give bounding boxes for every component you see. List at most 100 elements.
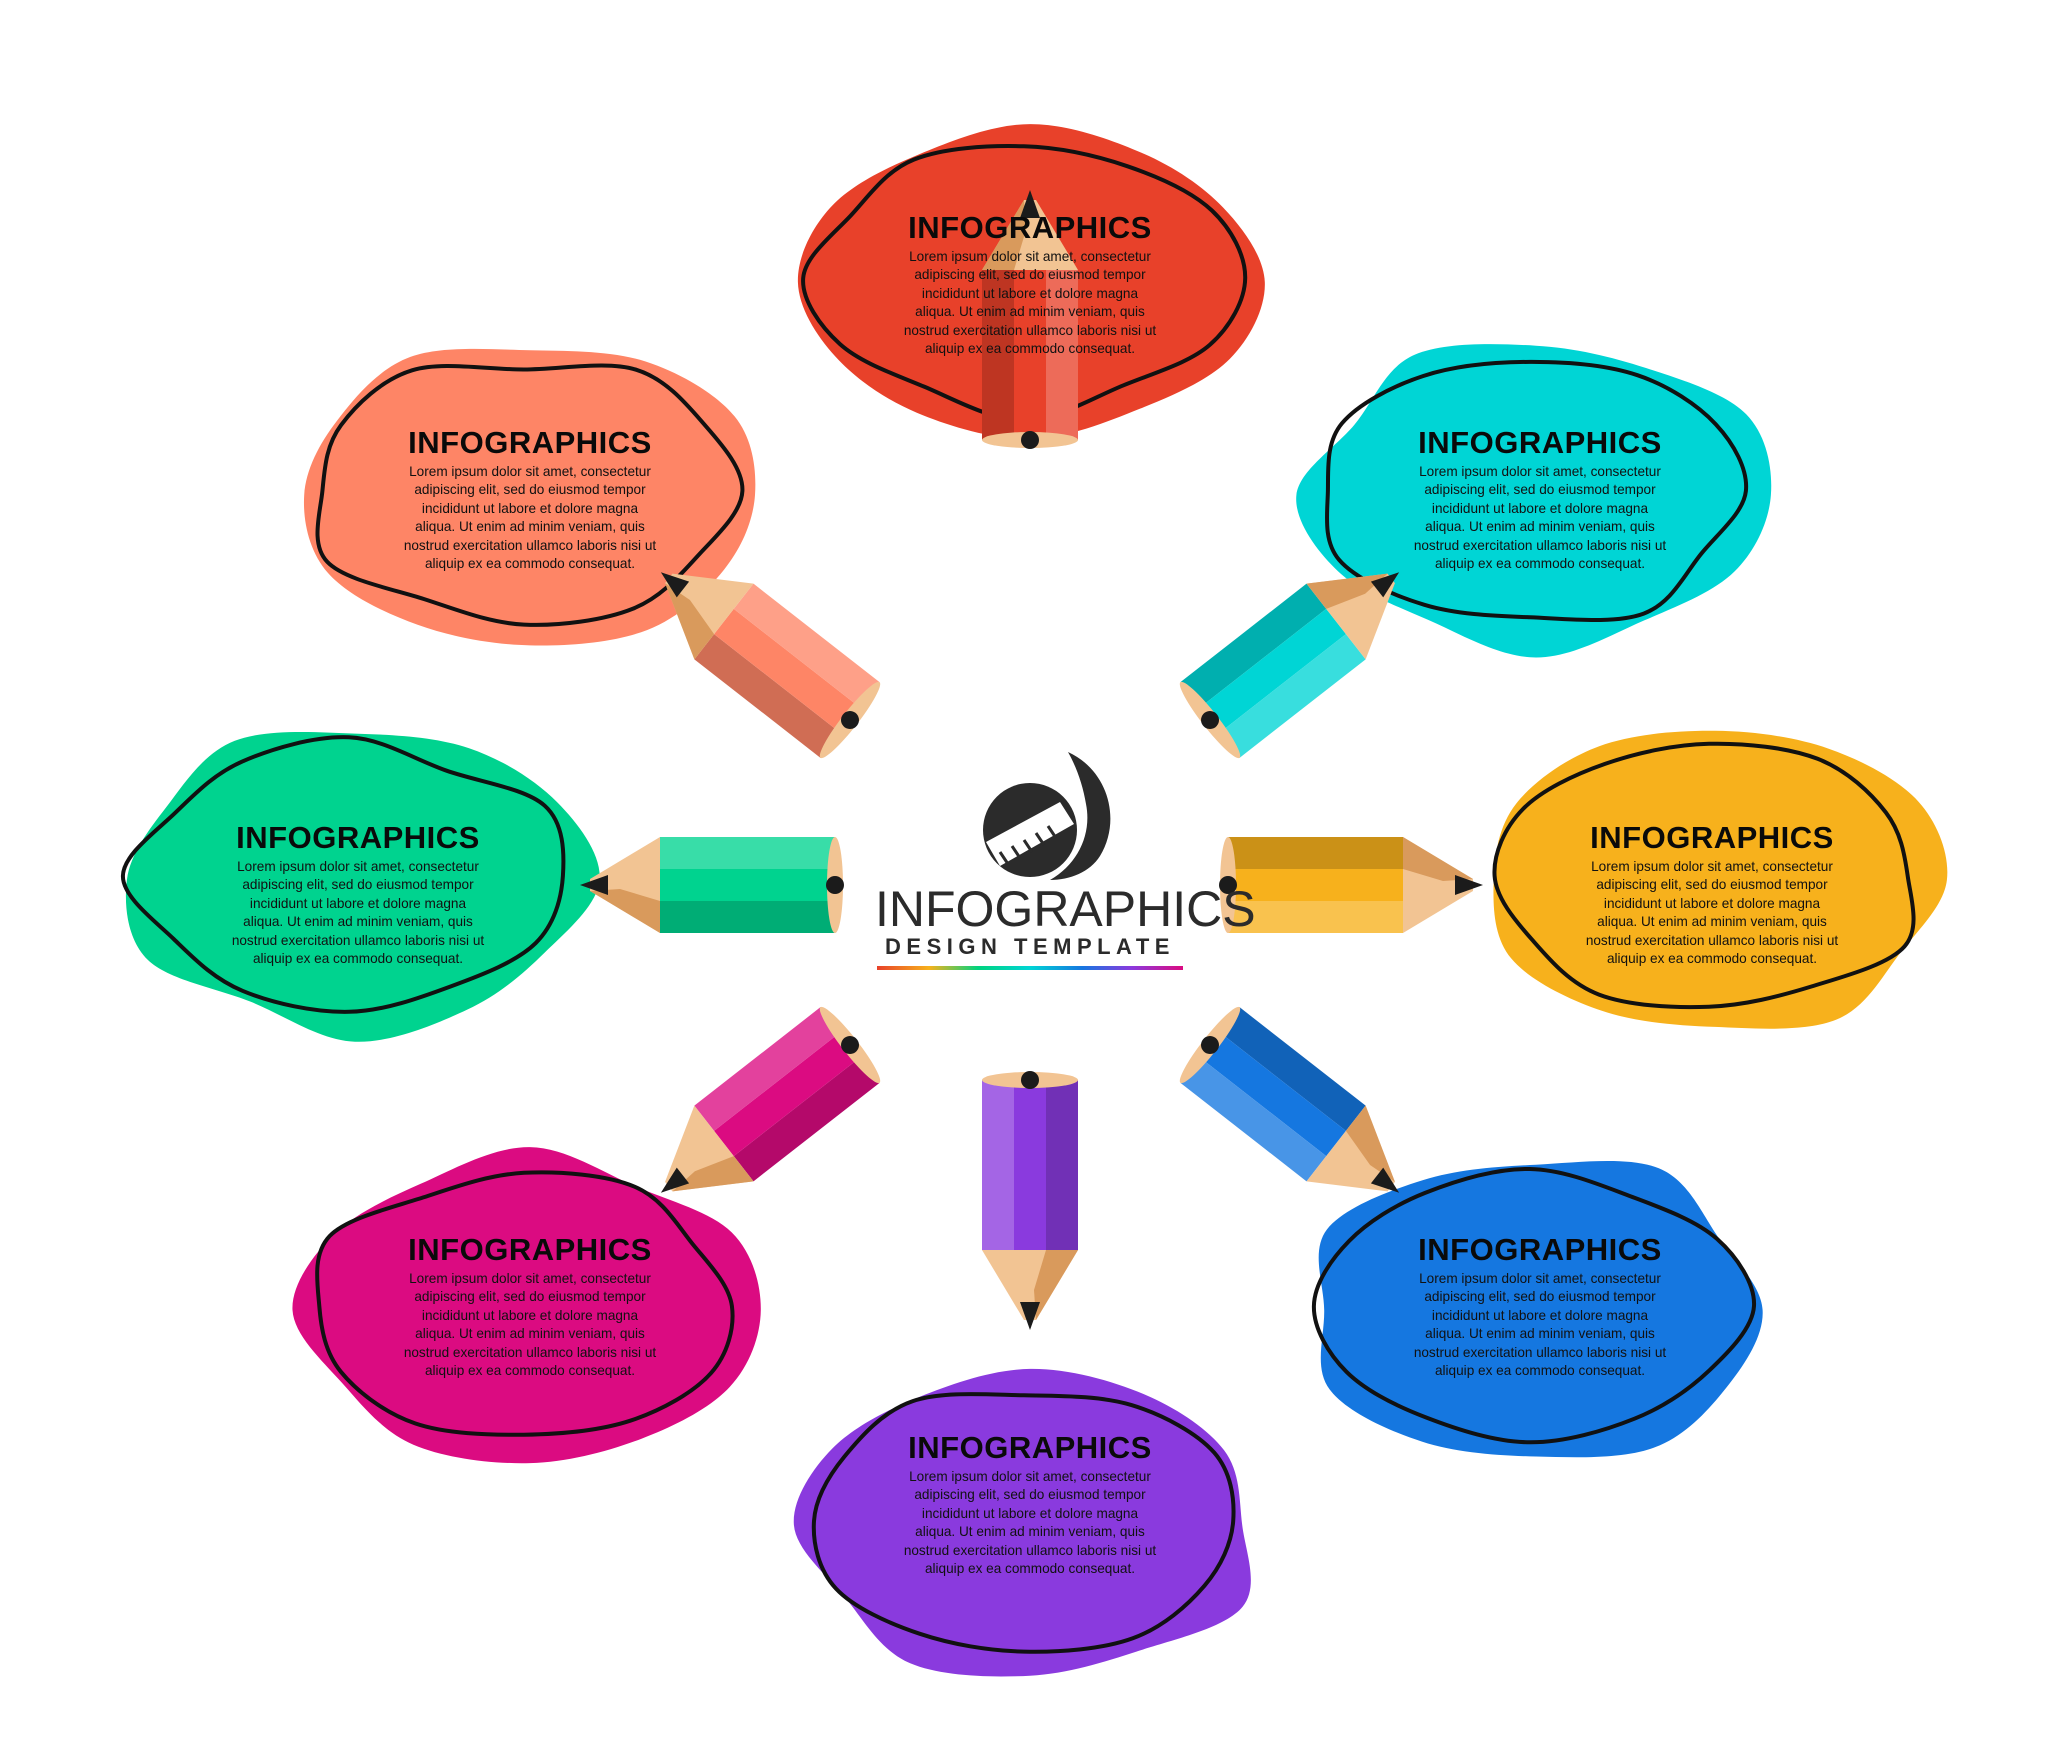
card-body-line: incididunt ut labore et dolore magna xyxy=(921,1505,1139,1521)
card-title: INFOGRAPHICS xyxy=(1590,820,1834,855)
card-title: INFOGRAPHICS xyxy=(236,820,480,855)
card-body-line: aliqua. Ut enim ad minim veniam, quis xyxy=(415,519,645,535)
card-body-line: Lorem ipsum dolor sit amet, consectetur xyxy=(1419,1271,1661,1286)
card-body-line: nostrud exercitation ullamco laboris nis… xyxy=(903,322,1157,338)
card-body-line: aliqua. Ut enim ad minim veniam, quis xyxy=(1597,914,1827,930)
card-body-line: adipiscing elit, sed do eiusmod tempor xyxy=(914,267,1146,283)
card-body-line: Lorem ipsum dolor sit amet, consectetur xyxy=(909,249,1151,264)
card-body-line: nostrud exercitation ullamco laboris nis… xyxy=(1585,932,1839,948)
card-blob-bottom-left xyxy=(292,1147,761,1464)
card-body-line: incididunt ut labore et dolore magna xyxy=(921,285,1139,301)
rainbow-underline xyxy=(877,966,1183,970)
card-body: Lorem ipsum dolor sit amet, consectetur a… xyxy=(880,248,1180,358)
card-blob-top-left xyxy=(303,348,756,646)
card-body-line: adipiscing elit, sed do eiusmod tempor xyxy=(242,877,474,893)
card-body-line: aliquip ex ea commodo consequat. xyxy=(924,341,1136,357)
card-body-line: Lorem ipsum dolor sit amet, consectetur xyxy=(237,859,479,874)
card-body-line: adipiscing elit, sed do eiusmod tempor xyxy=(414,1289,646,1305)
card-title: INFOGRAPHICS xyxy=(1418,1232,1662,1267)
center-title: INFOGRAPHICS xyxy=(875,881,1256,937)
card-title: INFOGRAPHICS xyxy=(1418,425,1662,460)
card-body-line: incididunt ut labore et dolore magna xyxy=(1431,1307,1649,1323)
card-body: Lorem ipsum dolor sit amet, consectetur a… xyxy=(880,1468,1180,1578)
card-outline-bottom-right xyxy=(1311,1166,1757,1445)
card-title: INFOGRAPHICS xyxy=(908,210,1152,245)
card-outline-right xyxy=(1492,741,1916,1010)
card-body-line: adipiscing elit, sed do eiusmod tempor xyxy=(914,1487,1146,1503)
card-body-line: adipiscing elit, sed do eiusmod tempor xyxy=(1596,877,1828,893)
card-body-line: adipiscing elit, sed do eiusmod tempor xyxy=(414,482,646,498)
card-body-line: aliqua. Ut enim ad minim veniam, quis xyxy=(243,914,473,930)
card-blob-right xyxy=(1493,730,1948,1029)
center-subtitle: DESIGN TEMPLATE xyxy=(885,934,1175,959)
card-outline-top xyxy=(801,144,1248,423)
pencil-icon xyxy=(660,572,881,759)
card-body: Lorem ipsum dolor sit amet, consectetur a… xyxy=(380,1270,680,1380)
card-body-line: incididunt ut labore et dolore magna xyxy=(1603,895,1821,911)
card-body-line: aliquip ex ea commodo consequat. xyxy=(1606,951,1818,967)
card-body-line: nostrud exercitation ullamco laboris nis… xyxy=(1413,1344,1667,1360)
card-title: INFOGRAPHICS xyxy=(408,1232,652,1267)
card-blob-top-right xyxy=(1296,344,1772,658)
card-body-line: aliqua. Ut enim ad minim veniam, quis xyxy=(1425,1326,1655,1342)
card-body: Lorem ipsum dolor sit amet, consectetur a… xyxy=(1390,463,1690,573)
card-outline-left xyxy=(120,735,566,1014)
card-body-line: incididunt ut labore et dolore magna xyxy=(1431,500,1649,516)
card-blob-bottom xyxy=(793,1368,1251,1677)
card-title: INFOGRAPHICS xyxy=(908,1430,1152,1465)
card-body: Lorem ipsum dolor sit amet, consectetur a… xyxy=(380,463,680,573)
card-body-line: aliquip ex ea commodo consequat. xyxy=(924,1561,1136,1577)
card-body-line: incididunt ut labore et dolore magna xyxy=(421,1307,639,1323)
card-body-line: nostrud exercitation ullamco laboris nis… xyxy=(403,537,657,553)
pencil-icon xyxy=(660,1006,881,1193)
card-body-line: Lorem ipsum dolor sit amet, consectetur xyxy=(409,1271,651,1286)
pencil-icon xyxy=(982,1071,1078,1330)
card-body-line: aliqua. Ut enim ad minim veniam, quis xyxy=(1425,519,1655,535)
card-body-line: Lorem ipsum dolor sit amet, consectetur xyxy=(1419,464,1661,479)
card-body-line: aliquip ex ea commodo consequat. xyxy=(424,556,636,572)
pencil-icon xyxy=(1179,572,1400,759)
card-body-line: nostrud exercitation ullamco laboris nis… xyxy=(231,932,485,948)
card-body: Lorem ipsum dolor sit amet, consectetur a… xyxy=(208,858,508,968)
card-body-line: adipiscing elit, sed do eiusmod tempor xyxy=(1424,1289,1656,1305)
card-blob-left xyxy=(125,732,600,1042)
pencil-icon xyxy=(982,190,1078,449)
card-body-line: aliqua. Ut enim ad minim veniam, quis xyxy=(415,1326,645,1342)
card-body-line: nostrud exercitation ullamco laboris nis… xyxy=(903,1542,1157,1558)
card-body-line: aliqua. Ut enim ad minim veniam, quis xyxy=(915,304,1145,320)
card-body-line: Lorem ipsum dolor sit amet, consectetur xyxy=(909,1469,1151,1484)
card-body-line: aliquip ex ea commodo consequat. xyxy=(252,951,464,967)
card-body-line: aliquip ex ea commodo consequat. xyxy=(1434,1363,1646,1379)
card-outline-bottom xyxy=(811,1392,1236,1654)
card-body-line: aliquip ex ea commodo consequat. xyxy=(1434,556,1646,572)
card-title: INFOGRAPHICS xyxy=(408,425,652,460)
card-body-line: incididunt ut labore et dolore magna xyxy=(421,500,639,516)
card-body-line: adipiscing elit, sed do eiusmod tempor xyxy=(1424,482,1656,498)
card-outline-top-left xyxy=(315,363,745,627)
pencil-icon xyxy=(1179,1006,1400,1193)
card-body-line: nostrud exercitation ullamco laboris nis… xyxy=(403,1344,657,1360)
card-body-line: aliqua. Ut enim ad minim veniam, quis xyxy=(915,1524,1145,1540)
piano-keys-swoosh-icon xyxy=(983,752,1111,880)
card-body: Lorem ipsum dolor sit amet, consectetur a… xyxy=(1562,858,1862,968)
card-blob-bottom-right xyxy=(1318,1160,1763,1458)
card-outline-bottom-left xyxy=(315,1170,735,1437)
card-body-line: incididunt ut labore et dolore magna xyxy=(249,895,467,911)
card-body-line: Lorem ipsum dolor sit amet, consectetur xyxy=(1591,859,1833,874)
card-body-line: aliquip ex ea commodo consequat. xyxy=(424,1363,636,1379)
card-body-line: nostrud exercitation ullamco laboris nis… xyxy=(1413,537,1667,553)
card-body: Lorem ipsum dolor sit amet, consectetur a… xyxy=(1390,1270,1690,1380)
pencil-icon xyxy=(580,837,844,933)
card-outline-top-right xyxy=(1324,359,1749,623)
card-body-line: Lorem ipsum dolor sit amet, consectetur xyxy=(409,464,651,479)
